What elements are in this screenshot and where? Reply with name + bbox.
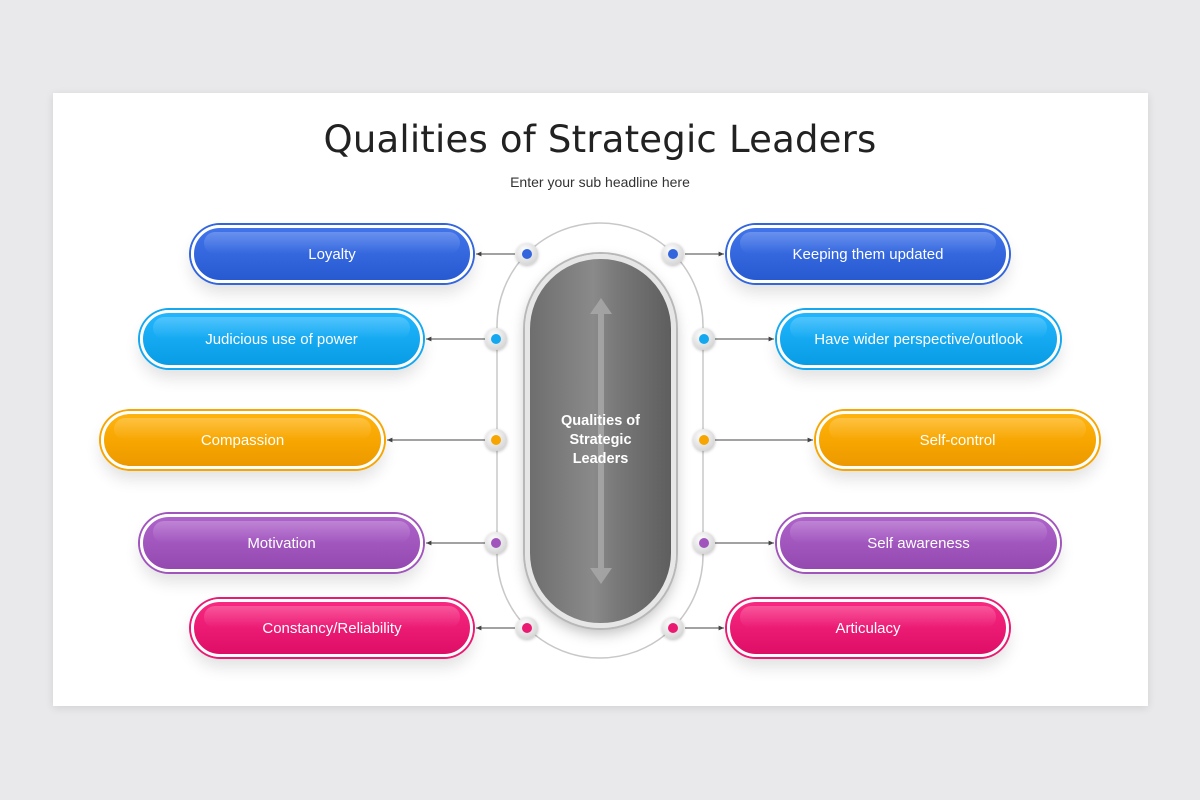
connector-node-left-1 (516, 243, 538, 265)
connector-node-right-4 (693, 532, 715, 554)
node-dot (668, 623, 678, 633)
left-pill-label: Motivation (247, 534, 316, 552)
left-pill-label: Constancy/Reliability (262, 619, 402, 637)
connector-node-left-5 (516, 617, 538, 639)
left-pill-1: Loyalty (191, 225, 473, 283)
right-pill-3: Self-control (816, 411, 1099, 469)
left-pill-3: Compassion (101, 411, 384, 469)
connector-node-left-3 (485, 429, 507, 451)
double-arrow-icon (590, 298, 612, 584)
node-dot (522, 623, 532, 633)
node-dot (522, 249, 532, 259)
connector-node-right-2 (693, 328, 715, 350)
left-pill-4: Motivation (140, 514, 423, 572)
right-pill-label: Self awareness (867, 534, 970, 552)
connector-node-left-4 (485, 532, 507, 554)
right-pill-label: Self-control (919, 431, 996, 449)
right-pill-label: Articulacy (835, 619, 901, 637)
connector-node-right-5 (662, 617, 684, 639)
right-pill-label: Have wider perspective/outlook (814, 330, 1023, 348)
right-pill-label: Keeping them updated (792, 245, 944, 263)
connector-node-right-1 (662, 243, 684, 265)
page-title: Qualities of Strategic Leaders (323, 118, 877, 161)
right-pill-4: Self awareness (777, 514, 1060, 572)
page-subtitle: Enter your sub headline here (510, 174, 690, 190)
right-pill-1: Keeping them updated (727, 225, 1009, 283)
node-dot (699, 435, 709, 445)
connector-node-left-2 (485, 328, 507, 350)
left-pill-label: Judicious use of power (205, 330, 358, 348)
left-pill-label: Compassion (200, 431, 285, 449)
node-dot (699, 334, 709, 344)
left-pill-2: Judicious use of power (140, 310, 423, 368)
right-pill-5: Articulacy (727, 599, 1009, 657)
node-dot (491, 435, 501, 445)
node-dot (491, 334, 501, 344)
connector-node-right-3 (693, 429, 715, 451)
left-pill-5: Constancy/Reliability (191, 599, 473, 657)
node-dot (668, 249, 678, 259)
node-dot (491, 538, 501, 548)
right-pill-2: Have wider perspective/outlook (777, 310, 1060, 368)
node-dot (699, 538, 709, 548)
left-pill-label: Loyalty (308, 245, 356, 263)
center-hub-label: Qualities of Strategic Leaders (561, 413, 640, 467)
